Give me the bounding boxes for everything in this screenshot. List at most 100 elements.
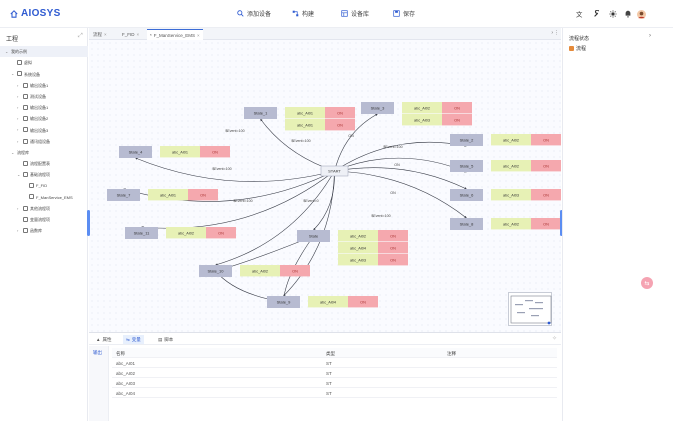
sun-icon[interactable]	[609, 10, 617, 18]
tab-properties[interactable]: ▲ 属性	[93, 335, 114, 344]
table-cell: abc_AI01	[116, 361, 136, 366]
tree-item[interactable]: F_FID	[0, 180, 88, 191]
chevron-down-icon[interactable]: ⌄	[11, 149, 15, 155]
edge-condition-label: $Event=0	[303, 199, 318, 203]
tree-item[interactable]: ›输出设备2	[0, 113, 88, 124]
chevron-down-icon[interactable]: ⌄	[11, 71, 15, 77]
app-logo[interactable]: AIOSYS	[10, 8, 61, 19]
chevron-right-icon[interactable]: ›	[17, 127, 19, 133]
tabs-menu-icon[interactable]: ⋮	[554, 30, 559, 36]
tab-f-manservice-ems[interactable]: * F_ManService_EMS ×	[147, 29, 203, 40]
flow-canvas[interactable]: $Event=100$Event=100$Event=100$Event=100…	[89, 40, 561, 332]
status-item[interactable]: 流程	[569, 45, 586, 52]
tree-item[interactable]: ⌄我的示例	[0, 46, 88, 58]
tab-flow[interactable]: 流程 ×	[93, 29, 107, 40]
close-icon[interactable]: ×	[104, 32, 107, 37]
expand-icon[interactable]: ›	[649, 33, 651, 39]
chevron-right-icon[interactable]: ›	[17, 205, 19, 211]
floating-assistant-button[interactable]: ⇆	[641, 277, 653, 289]
transition-edge[interactable]	[334, 170, 467, 219]
value-cell	[531, 189, 561, 201]
left-resize-handle[interactable]	[87, 210, 90, 236]
svg-text:文: 文	[576, 10, 583, 18]
minimap[interactable]	[508, 292, 552, 326]
chevron-right-icon[interactable]: ›	[17, 82, 19, 88]
chevron-right-icon[interactable]: ›	[17, 116, 19, 122]
variable-cell	[491, 160, 531, 172]
value-cell	[325, 119, 355, 131]
nav-save[interactable]: 保存	[393, 9, 415, 18]
nav-build[interactable]: 构建	[292, 9, 314, 18]
nav-library[interactable]: 设备库	[341, 9, 369, 18]
tree-item[interactable]: ⌄流程库	[0, 147, 88, 158]
transition-edge[interactable]	[334, 113, 378, 172]
chevron-down-icon[interactable]: ⌄	[5, 49, 9, 54]
tree-item[interactable]: ›输出设备1	[0, 80, 88, 91]
nav-add-device[interactable]: 添加设备	[237, 9, 271, 18]
variable-name: abc_AI02	[414, 107, 430, 111]
variable-value: ON	[337, 124, 343, 128]
tab-f-fid[interactable]: F_FID ×	[122, 29, 139, 40]
chevron-right-icon[interactable]: ›	[17, 93, 19, 99]
tabs-scroll-icon[interactable]: ›	[551, 30, 553, 36]
tree-item[interactable]: ⌄系统设备	[0, 68, 88, 79]
tab-variables[interactable]: ⇋ 变量	[123, 335, 144, 344]
variable-cell	[338, 230, 378, 242]
variable-value: ON	[200, 194, 206, 198]
variable-name: abc_AI01	[297, 124, 313, 128]
tree-item[interactable]: F_ManService_EMS	[0, 191, 88, 202]
state-box	[450, 160, 483, 172]
tree-item[interactable]: ›测试设备	[0, 91, 88, 102]
collapse-icon[interactable]: ⤢	[78, 33, 83, 39]
tree-item[interactable]: ›函数库	[0, 225, 88, 236]
tab-script[interactable]: ▤ 脚本	[155, 335, 176, 344]
transition-edge[interactable]	[334, 167, 467, 190]
transition-edge[interactable]	[334, 157, 467, 173]
chevron-right-icon[interactable]: ›	[17, 104, 19, 110]
close-icon[interactable]: ×	[136, 32, 140, 37]
tree-item[interactable]: 流程配置表	[0, 158, 88, 169]
translate-icon[interactable]: 文	[576, 10, 584, 18]
transition-edge[interactable]	[135, 157, 335, 182]
value-cell	[442, 102, 472, 114]
bell-icon[interactable]	[624, 10, 632, 18]
chevron-down-icon[interactable]: ⌄	[17, 172, 21, 178]
close-icon[interactable]: ×	[197, 32, 200, 38]
wrench-icon[interactable]	[593, 10, 601, 18]
right-resize-handle[interactable]	[560, 210, 563, 236]
tree-item[interactable]: ⌄基础流程项	[0, 169, 88, 180]
settings-icon[interactable]: ✧	[551, 336, 557, 342]
avatar-icon[interactable]	[637, 10, 646, 19]
transition-edge[interactable]	[215, 170, 335, 266]
tree-item[interactable]: ›通讯组设备	[0, 136, 88, 147]
tree-item[interactable]: ›输出设备1	[0, 102, 88, 113]
transition-edge[interactable]	[313, 170, 335, 231]
tree-item[interactable]: ›其他流程项	[0, 203, 88, 214]
tree-item[interactable]: 变量流程项	[0, 214, 88, 225]
flow-graph[interactable]: $Event=100$Event=100$Event=100$Event=100…	[89, 40, 561, 332]
start-node[interactable]: START	[320, 165, 349, 177]
subnav-output[interactable]: 输出	[93, 350, 102, 355]
tree-item[interactable]: 虚拟	[0, 57, 88, 68]
chevron-right-icon[interactable]: ›	[17, 228, 19, 233]
tree-item[interactable]: ›输出设备3	[0, 124, 88, 135]
chevron-right-icon[interactable]: ›	[17, 138, 19, 144]
